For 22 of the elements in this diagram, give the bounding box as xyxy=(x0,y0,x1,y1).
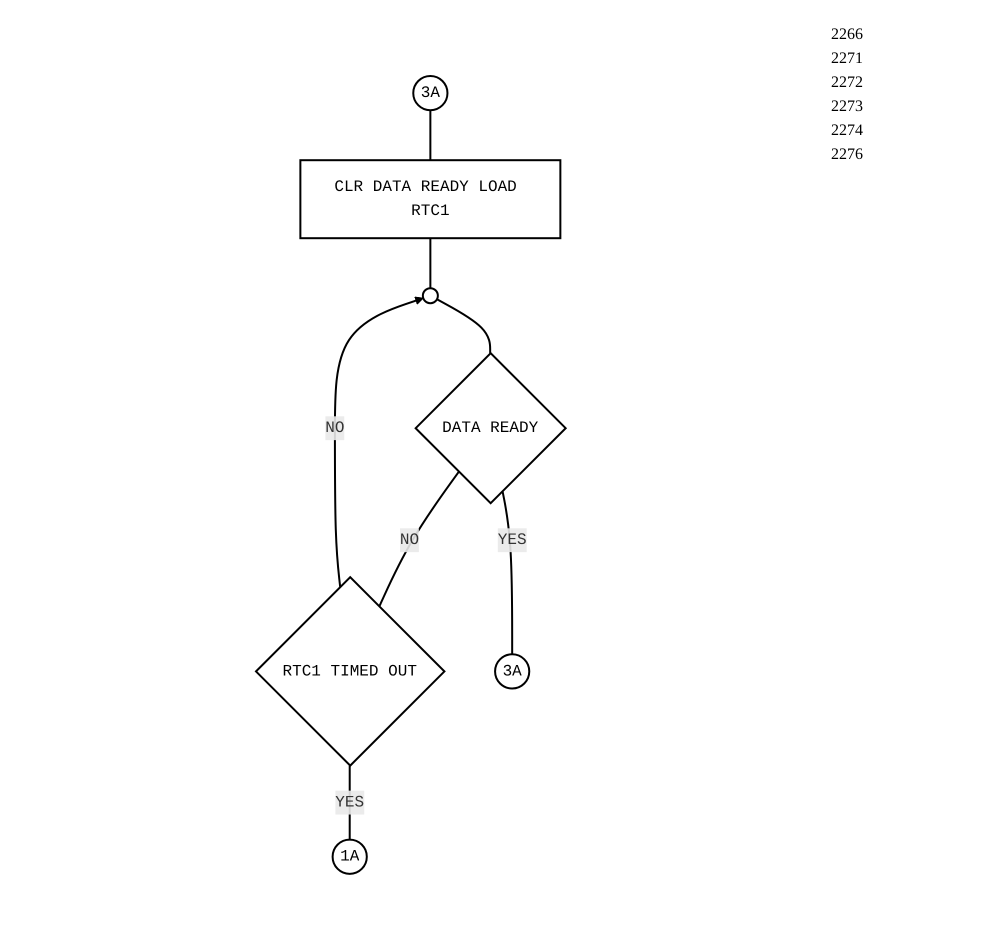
node-circle xyxy=(422,286,439,304)
step-number: 2272 xyxy=(831,74,864,92)
node-circle: 3A xyxy=(412,74,448,111)
connector xyxy=(429,238,432,288)
edge-label: NO xyxy=(400,530,419,549)
connector xyxy=(436,298,491,353)
connector xyxy=(378,470,460,607)
step-number: 2271 xyxy=(831,50,864,68)
node-diamond: DATA READY xyxy=(414,351,567,504)
step-number: 2274 xyxy=(831,122,864,140)
node-box: CLR DATA READY LOAD RTC1 xyxy=(299,158,562,239)
connector xyxy=(429,110,432,160)
arrow xyxy=(334,296,424,586)
step-number: 2273 xyxy=(831,98,864,116)
step-number: 2266 xyxy=(831,26,864,44)
node-circle: 3A xyxy=(494,652,530,690)
node-diamond: RTC1 TIMED OUT xyxy=(254,575,446,767)
edge-label: YES xyxy=(334,793,364,812)
node-circle: 1A xyxy=(331,838,368,874)
edge-label: NO xyxy=(324,418,344,437)
step-number: 2276 xyxy=(831,146,864,164)
edge-label: YES xyxy=(497,530,526,549)
